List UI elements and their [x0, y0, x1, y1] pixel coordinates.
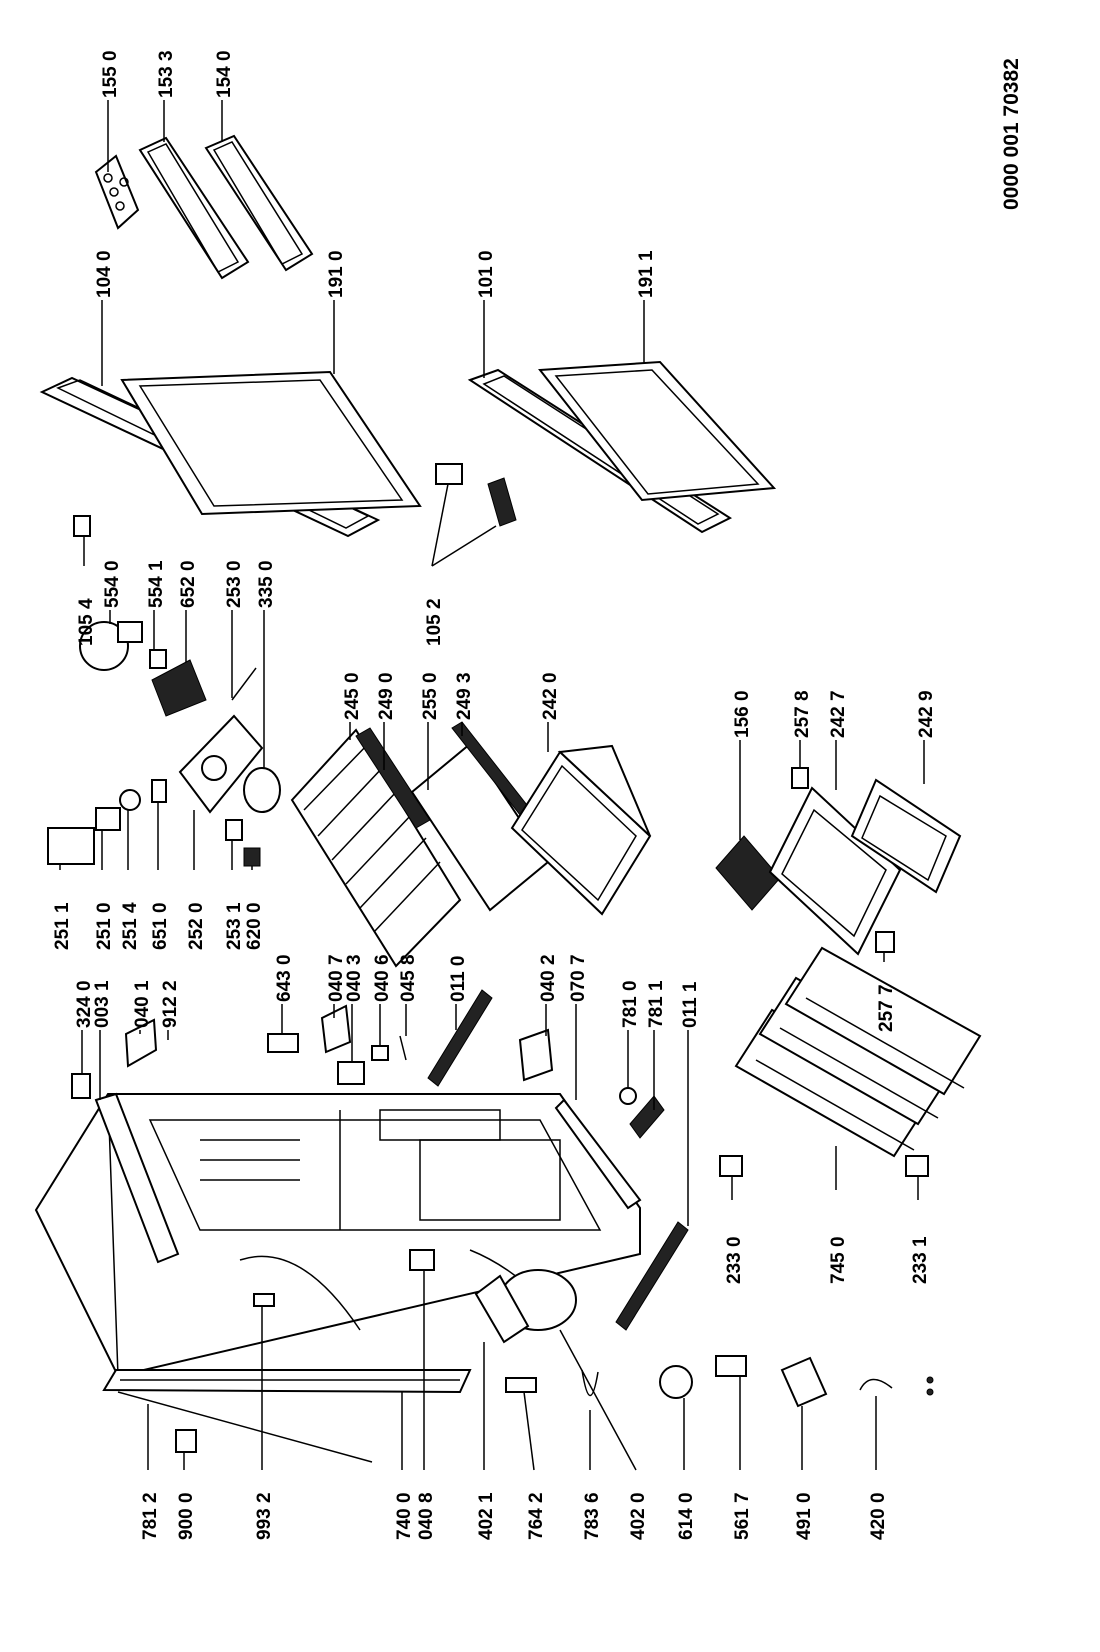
- label-7810: 781 0: [620, 980, 641, 1028]
- label-1911: 191 1: [636, 250, 657, 298]
- label-2490: 249 0: [376, 672, 397, 720]
- label-0406: 040 6: [372, 954, 393, 1002]
- label-7642: 764 2: [526, 1492, 547, 1540]
- label-2520: 252 0: [186, 902, 207, 950]
- lower-door: [467, 360, 777, 534]
- label-4021: 402 1: [476, 1492, 497, 1540]
- label-0110: 011 0: [448, 956, 469, 1003]
- door-shelf-1533: [138, 136, 250, 280]
- condenser-7400: [102, 1369, 472, 1394]
- label-9932: 993 2: [254, 1492, 275, 1540]
- label-6200: 620 0: [244, 902, 265, 950]
- label-6430: 643 0: [274, 954, 295, 1002]
- leader-lines: [59, 100, 925, 1471]
- label-7811: 781 1: [646, 980, 667, 1028]
- label-5617: 561 7: [732, 1492, 753, 1540]
- part-labels: 155 0 153 3 154 0 104 0 191 0 101 0 191 …: [52, 50, 937, 1540]
- label-7450: 745 0: [828, 1236, 849, 1284]
- label-3350: 335 0: [256, 560, 277, 608]
- label-2531: 253 1: [224, 902, 245, 950]
- door-shelf-1540: [204, 134, 314, 272]
- label-0408: 040 8: [416, 1492, 437, 1540]
- label-9122: 912 2: [160, 980, 181, 1028]
- cabinet-small-parts: [71, 989, 689, 1331]
- label-0401: 040 1: [132, 980, 153, 1028]
- label-2330: 233 0: [724, 1236, 745, 1284]
- label-1550: 155 0: [100, 50, 121, 98]
- wire-shelves-7450: [734, 946, 982, 1158]
- label-1540: 154 0: [214, 50, 235, 98]
- label-9000: 900 0: [176, 1492, 197, 1540]
- label-7812: 781 2: [140, 1492, 161, 1540]
- label-6140: 614 0: [676, 1492, 697, 1540]
- label-0707: 070 7: [568, 954, 589, 1002]
- label-1010: 101 0: [476, 250, 497, 298]
- label-2427: 242 7: [828, 690, 849, 738]
- label-2450: 245 0: [342, 672, 363, 720]
- label-0031: 003 1: [92, 980, 113, 1028]
- label-4020: 402 0: [628, 1492, 649, 1540]
- hinge-1052: [435, 463, 517, 527]
- label-2493: 249 3: [454, 672, 475, 720]
- label-4910: 491 0: [794, 1492, 815, 1540]
- label-5541: 554 1: [146, 560, 167, 608]
- label-2577: 257 7: [876, 984, 897, 1032]
- control-panel-strip: [94, 1092, 180, 1264]
- label-0458: 045 8: [398, 954, 419, 1002]
- hinge-1054: [73, 515, 91, 537]
- label-0111: 011 1: [680, 981, 701, 1028]
- compressor-4020: [474, 1269, 577, 1344]
- label-1054: 105 4: [76, 598, 97, 646]
- egg-tray: [94, 154, 140, 230]
- label-2510: 251 0: [94, 902, 115, 950]
- label-2331: 233 1: [910, 1236, 931, 1284]
- label-4200: 420 0: [868, 1492, 889, 1540]
- drawer-2420: [510, 744, 652, 916]
- drawer-2427: [768, 767, 902, 956]
- label-5540: 554 0: [102, 560, 123, 608]
- label-2530: 253 0: [224, 560, 245, 608]
- label-0407: 040 7: [326, 954, 347, 1002]
- label-2514: 251 4: [120, 902, 141, 950]
- shelf-support-2330: [719, 1155, 743, 1177]
- document-code: 0000 001 70382: [1000, 58, 1023, 210]
- label-2511: 251 1: [52, 902, 73, 950]
- label-1560: 156 0: [732, 690, 753, 738]
- label-1533: 153 3: [156, 50, 177, 98]
- label-7400: 740 0: [394, 1492, 415, 1540]
- label-2550: 255 0: [420, 672, 441, 720]
- label-1910: 191 0: [326, 250, 347, 298]
- evaporator-rod-7812: [117, 1391, 373, 1463]
- shelf-support-2331: [905, 1155, 929, 1177]
- clip-2577: [875, 931, 895, 953]
- label-0403: 040 3: [344, 954, 365, 1002]
- upper-door: [39, 370, 422, 538]
- drawer-2429: [850, 778, 962, 894]
- label-6510: 651 0: [150, 902, 171, 950]
- label-2420: 242 0: [540, 672, 561, 720]
- wire-shelf-2450: [290, 727, 462, 968]
- label-7836: 783 6: [582, 1492, 603, 1540]
- label-2578: 257 8: [792, 690, 813, 738]
- label-0402: 040 2: [538, 954, 559, 1002]
- label-1040: 104 0: [94, 250, 115, 298]
- label-2429: 242 9: [916, 690, 937, 738]
- bottom-small-parts: [175, 1249, 934, 1453]
- thermostat-group: [47, 621, 281, 867]
- label-1052: 105 2: [424, 598, 445, 646]
- label-3240: 324 0: [74, 980, 95, 1028]
- label-6520: 652 0: [178, 560, 199, 608]
- glass-shelf-2550: [410, 721, 550, 912]
